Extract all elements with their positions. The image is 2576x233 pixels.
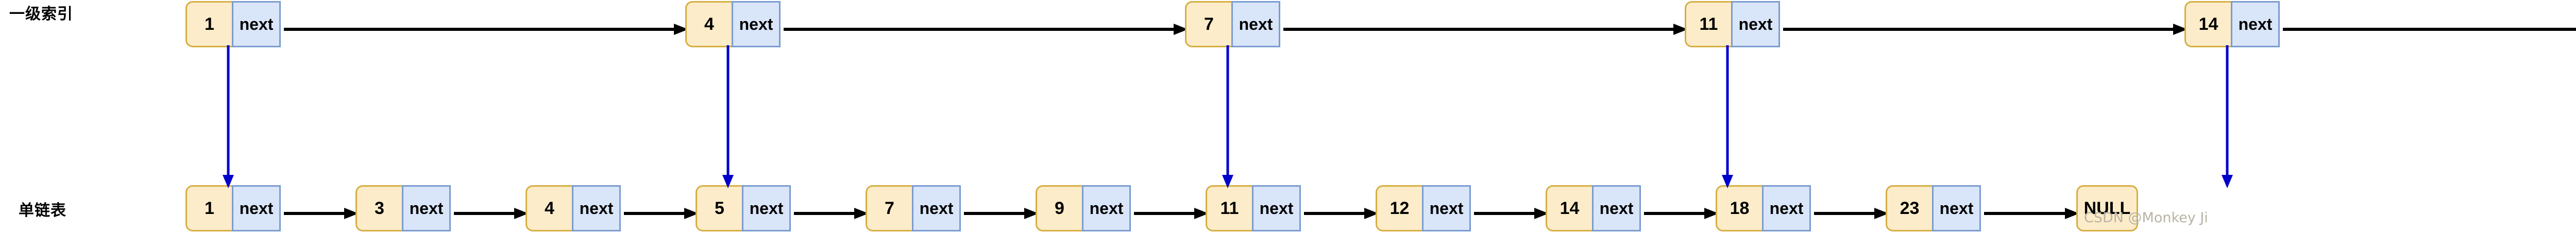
arrow-singly-linked-list-4-to-5 (624, 207, 699, 220)
arrow-singly-linked-list-1-to-3 (284, 207, 359, 220)
arrow-index-level-1-7-to-11 (1283, 23, 1688, 36)
node-value: 14 (2184, 1, 2231, 47)
node-next-pointer: next (232, 1, 281, 47)
node-next-pointer: next (2231, 1, 2280, 47)
node-value: 14 (1546, 185, 1592, 231)
node-value: 23 (1886, 185, 1932, 231)
node-next-pointer: next (732, 1, 781, 47)
node-value: 12 (1376, 185, 1422, 231)
node-value: 4 (526, 185, 572, 231)
node-value: 4 (685, 1, 732, 47)
arrow-index-level-1-1-to-4 (284, 23, 688, 36)
node-next-pointer: next (572, 185, 621, 231)
arrow-singly-linked-list-18-to-23 (1814, 207, 1889, 220)
node-next-pointer: next (1762, 185, 1811, 231)
node-value: 5 (696, 185, 742, 231)
level-link-14 (2221, 45, 2234, 188)
node-next-pointer: next (1592, 185, 1641, 231)
arrow-index-level-1-11-to-14 (1783, 23, 2188, 36)
arrow-singly-linked-list-9-to-11 (1134, 207, 1209, 220)
node-next-pointer: next (912, 185, 961, 231)
node-next-pointer: next (402, 185, 451, 231)
arrow-singly-linked-list-12-to-14 (1474, 207, 1549, 220)
node-value: 7 (1185, 1, 1231, 47)
level-link-4 (721, 45, 735, 188)
null-terminator: NULL (2076, 185, 2138, 231)
arrow-singly-linked-list-3-to-4 (454, 207, 529, 220)
node-value: 11 (1206, 185, 1252, 231)
level-link-11 (1721, 45, 1734, 188)
node-next-pointer: next (1422, 185, 1471, 231)
arrow-singly-linked-list-5-to-7 (794, 207, 869, 220)
arrow-index-level-1-4-to-7 (784, 23, 1188, 36)
node-next-pointer: next (742, 185, 791, 231)
watermark: CSDN @Monkey Ji (2084, 210, 2208, 226)
arrow-singly-linked-list-14-to-18 (1644, 207, 1719, 220)
node-value: 1 (185, 1, 232, 47)
node-next-pointer: next (232, 185, 281, 231)
node-value: 9 (1036, 185, 1082, 231)
node-next-pointer: next (1082, 185, 1131, 231)
row-label-index-level-1: 一级索引 (9, 6, 73, 23)
node-value: 1 (185, 185, 232, 231)
level-link-7 (1221, 45, 1234, 188)
node-value: 11 (1685, 1, 1731, 47)
node-value: 18 (1716, 185, 1762, 231)
node-value: 3 (355, 185, 402, 231)
arrow-singly-linked-list-11-to-12 (1304, 207, 1379, 220)
node-next-pointer: next (1731, 1, 1780, 47)
arrow-index-level-1-14-to-23 (2283, 23, 2576, 36)
level-link-1 (222, 45, 235, 188)
arrow-singly-linked-list-23-to-NULL (1984, 207, 2079, 220)
node-next-pointer: next (1252, 185, 1301, 231)
arrow-singly-linked-list-7-to-9 (964, 207, 1039, 220)
node-next-pointer: next (1231, 1, 1280, 47)
node-value: 7 (866, 185, 912, 231)
node-next-pointer: next (1932, 185, 1981, 231)
row-label-singly-linked-list: 单链表 (19, 202, 66, 219)
